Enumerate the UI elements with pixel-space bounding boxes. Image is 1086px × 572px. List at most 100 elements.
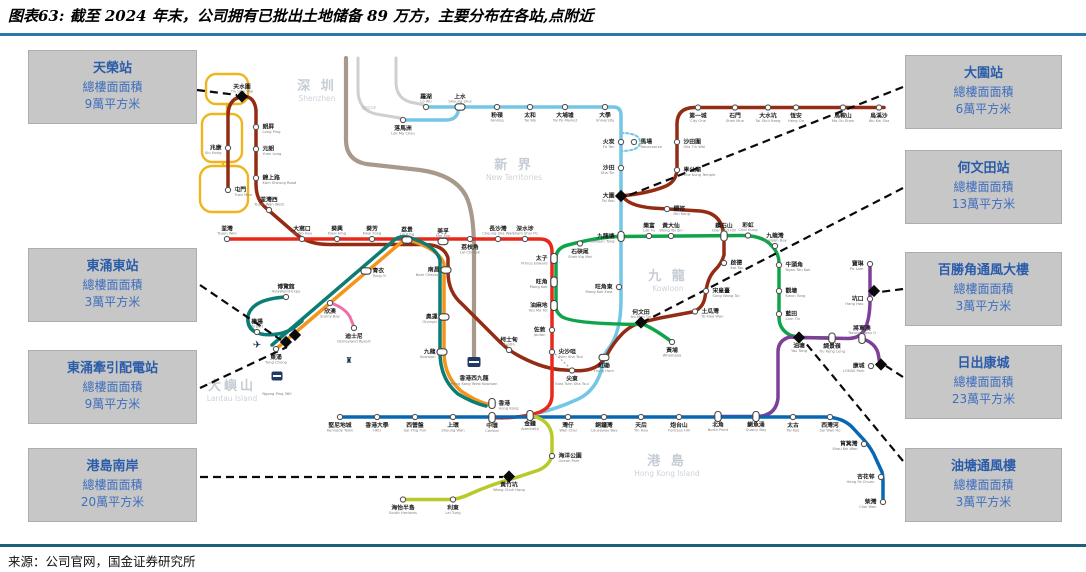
area-value: 3萬平方米 [955, 495, 1012, 510]
svg-text:奧運: 奧運 [426, 312, 438, 320]
svg-text:沙田: 沙田 [603, 164, 615, 171]
svg-text:中環: 中環 [486, 422, 498, 430]
svg-text:Cheung Sha Wan: Cheung Sha Wan [482, 232, 514, 236]
svg-text:將軍澳: 將軍澳 [852, 324, 871, 332]
area-value: 23萬平方米 [951, 392, 1016, 407]
east-rail-line [424, 105, 623, 415]
area-label: 總樓面面積 [953, 179, 1014, 194]
svg-text:Shek Mun: Shek Mun [726, 119, 745, 123]
svg-text:香港西九龍: 香港西九龍 [459, 374, 489, 382]
lohas-park-branch [861, 337, 882, 366]
svg-text:屯門: 屯門 [235, 185, 247, 193]
svg-text:觀塘: 觀塘 [786, 286, 798, 294]
svg-text:藍田: 藍田 [786, 309, 798, 317]
svg-text:大嶼山: 大嶼山 [208, 378, 256, 394]
svg-text:九龍灣: 九龍灣 [765, 231, 784, 239]
svg-text:Ocean Park: Ocean Park [559, 459, 581, 463]
svg-text:Jordan: Jordan [533, 333, 546, 337]
svg-text:Mong Kok: Mong Kok [530, 285, 549, 289]
site-diamond-icon [288, 328, 302, 342]
svg-text:Lei Tung: Lei Tung [445, 511, 460, 515]
svg-text:City One: City One [690, 119, 707, 123]
svg-text:Hong Kong West Kowloon: Hong Kong West Kowloon [451, 382, 498, 386]
svg-text:Tseung Kwan O: Tseung Kwan O [847, 331, 876, 335]
svg-text:Diamond Hill: Diamond Hill [712, 229, 736, 233]
svg-text:Wong Tai Sin: Wong Tai Sin [659, 229, 683, 233]
svg-text:Sai Wan Ho: Sai Wan Ho [819, 428, 841, 432]
svg-text:Sheung Shui: Sheung Shui [448, 100, 471, 104]
svg-text:Admiralty: Admiralty [521, 427, 540, 431]
svg-text:柴灣: 柴灣 [864, 497, 877, 505]
area-value: 9萬平方米 [84, 97, 141, 112]
svg-text:Long Ping: Long Ping [263, 130, 281, 134]
svg-text:Sheung Wan: Sheung Wan [441, 428, 465, 432]
svg-text:大學: 大學 [599, 111, 611, 119]
svg-text:Kowloon Tong: Kowloon Tong [589, 240, 614, 244]
svg-text:Lai Chi Kok: Lai Chi Kok [460, 250, 481, 254]
tung-chung-line [274, 238, 491, 407]
svg-text:Tsim Sha Tsui: Tsim Sha Tsui [558, 355, 583, 359]
svg-text:Tai Wo Hau: Tai Wo Hau [291, 232, 312, 236]
svg-text:天后: 天后 [635, 421, 647, 429]
svg-text:朗屏: 朗屏 [263, 122, 275, 130]
svg-text:荔景: 荔景 [401, 225, 413, 233]
svg-text:Po Lam: Po Lam [850, 267, 864, 271]
svg-text:Kowloon Bay: Kowloon Bay [763, 239, 787, 243]
tuen-ma-line [226, 94, 726, 373]
svg-text:Lo Wu: Lo Wu [420, 100, 431, 104]
disneyland-line [329, 301, 356, 329]
svg-text:Racecourse: Racecourse [641, 145, 663, 149]
area-value: 3萬平方米 [955, 299, 1012, 314]
svg-text:Ma On Shan: Ma On Shan [832, 119, 855, 123]
svg-text:Tai Wai: Tai Wai [601, 199, 615, 203]
title-divider [0, 33, 1086, 36]
svg-text:Mei Foo: Mei Foo [436, 234, 451, 238]
svg-text:荃灣西: 荃灣西 [260, 195, 278, 203]
callout-connectors [196, 85, 904, 479]
site-diamond-icon [279, 335, 293, 349]
svg-text:Hong Kong Island: Hong Kong Island [634, 469, 700, 478]
svg-text:Yau Ma Tei: Yau Ma Tei [528, 309, 547, 313]
svg-text:Wu Kai Sha: Wu Kai Sha [869, 119, 890, 123]
site-name: 東涌東站 [86, 259, 139, 274]
area-value: 9萬平方米 [84, 397, 141, 412]
svg-text:兆康: 兆康 [210, 143, 222, 151]
site-name: 大圍站 [963, 66, 1003, 81]
svg-text:烏溪沙: 烏溪沙 [870, 112, 888, 120]
svg-text:Lok Ma Chau: Lok Ma Chau [391, 131, 415, 135]
svg-text:佐敦: 佐敦 [533, 325, 546, 333]
connector-tung-chung-east [199, 284, 282, 341]
